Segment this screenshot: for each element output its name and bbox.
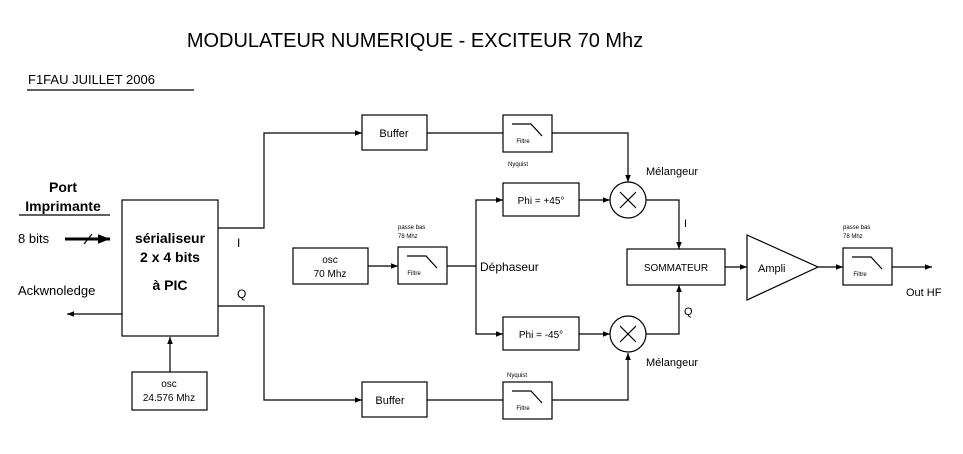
author-date: F1FAU JUILLET 2006 [28,72,155,87]
phase-minus-label: Phi = -45° [519,330,563,341]
sum-i-label: I [684,218,687,230]
serializer-i-label: I [237,236,240,250]
port-label-2: Imprimante [25,198,101,214]
serializer-label: sérialiseur [135,230,206,246]
i-path-wire [218,130,362,229]
filter-bottom-icon [512,390,543,404]
serializer-q-label: Q [237,287,246,301]
port-label: Port [49,179,77,195]
serializer-label-3: à PIC [152,277,187,293]
osc-70-label: osc [322,255,338,266]
osc-pic-block [131,371,208,411]
serializer-block [121,199,219,337]
phase-plus-block [502,182,580,217]
splitter-up-wire [475,197,503,266]
nyquist-bottom-label: Nyquist [507,373,527,379]
buffer-top-label: Buffer [379,128,408,140]
lowpass-filter-mid [397,246,448,285]
passe-bas-mid-freq: 78 Mhz [398,234,418,240]
mixer-bottom-to-sum-wire [646,285,682,335]
splitter-down-wire [475,266,503,337]
filter-top-label: Filtre [516,139,530,145]
mixer-top-to-sum-wire [646,199,682,249]
filter-bottom-label: Filtre [516,406,530,412]
passe-bas-out-label: passe bas [843,225,870,231]
melangeur-bottom-label: Mélangeur [646,357,698,369]
sommateur-block [626,248,726,286]
filter-out-icon [852,256,883,270]
ack-label: Ackwnoledge [18,283,95,298]
osc-pic-freq: 24.576 Mhz [143,393,195,404]
buffer-top-block [361,114,428,151]
nyquist-bottom-to-mixer-wire [552,353,631,401]
filter-out-label: Filtre [853,272,867,278]
buffer-bottom-label: Buffer [375,395,404,407]
sum-q-label: Q [684,306,693,318]
bus-slash [83,233,93,245]
dephaseur-label: Déphaseur [480,260,539,274]
ampli-label: Ampli [758,263,786,275]
input-bits-label: 8 bits [18,231,50,246]
phase-minus-block [502,316,580,351]
passe-bas-mid-label: passe bas [398,225,425,231]
phase-plus-label: Phi = +45° [518,196,565,207]
osc-pic-label: osc [161,379,177,390]
filter-mid-icon [407,255,438,269]
osc-70-freq: 70 Mhz [314,269,347,280]
melangeur-top-label: Mélangeur [646,166,698,178]
sommateur-label: SOMMATEUR [644,263,708,274]
mixer-bottom-cross-b [619,325,637,343]
mixer-top-cross-b [619,191,637,209]
lowpass-filter-out [842,247,893,286]
filter-mid-label: Filtre [407,271,421,277]
nyquist-top-to-mixer-wire [552,132,631,182]
nyquist-top-label: Nyquist [508,162,528,168]
q-path-wire [218,305,362,403]
buffer-bottom-block [361,381,428,418]
nyquist-filter-bottom [502,381,553,420]
passe-bas-out-freq: 78 Mhz [843,234,863,240]
osc-70-block [292,247,369,285]
serializer-label-2: 2 x 4 bits [140,249,200,265]
filter-top-icon [512,123,543,137]
ampli-triangle [746,234,820,301]
out-hf-label: Out HF [906,287,942,299]
diagram-title: MODULATEUR NUMERIQUE - EXCITEUR 70 Mhz [187,30,643,52]
nyquist-filter-top [502,114,553,153]
